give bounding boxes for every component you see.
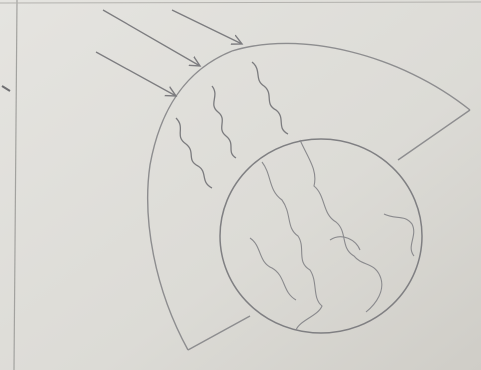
diagram-canvas <box>0 0 481 370</box>
paper-background <box>0 0 481 370</box>
sketch-figure <box>0 0 481 370</box>
